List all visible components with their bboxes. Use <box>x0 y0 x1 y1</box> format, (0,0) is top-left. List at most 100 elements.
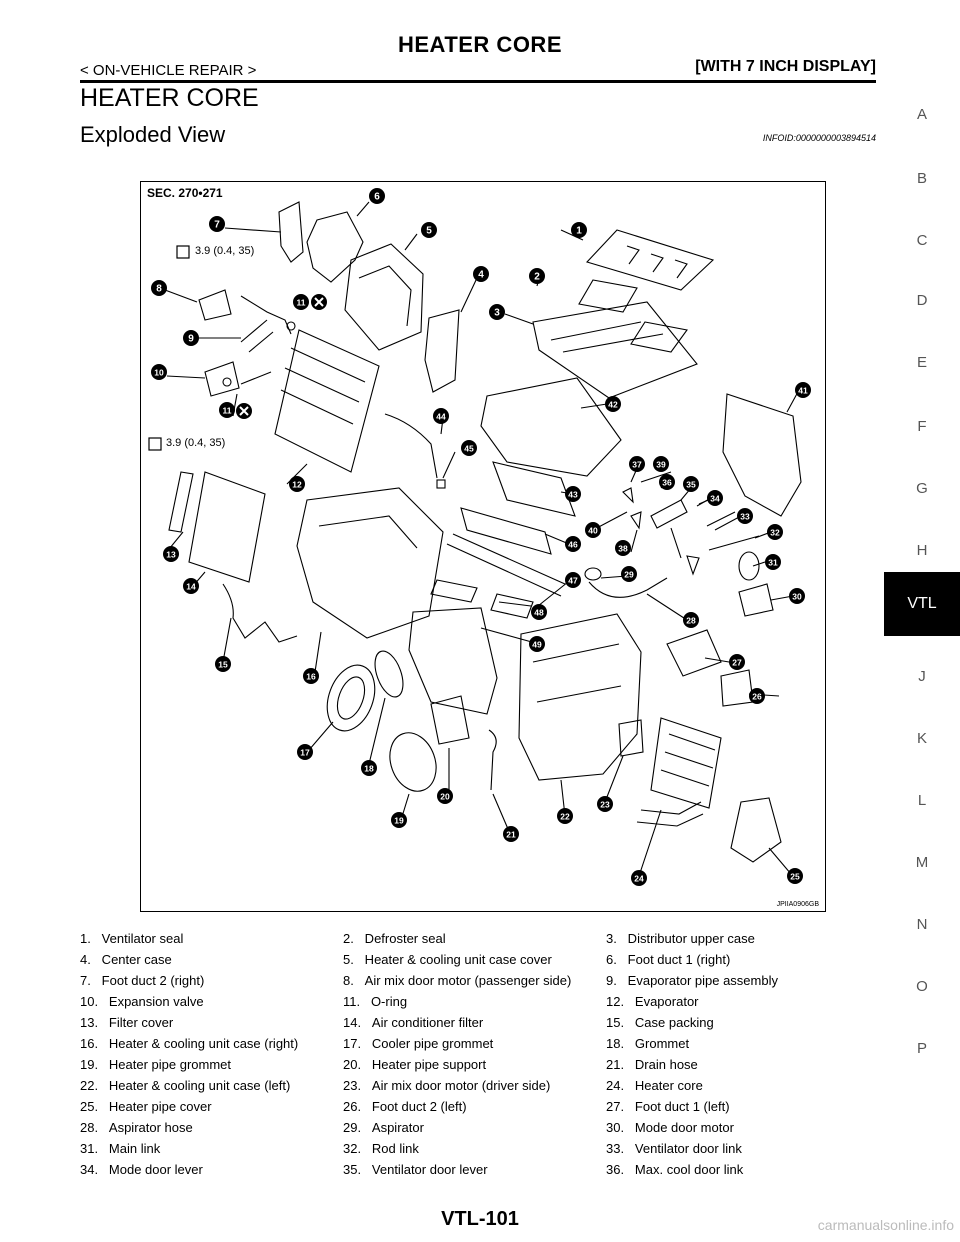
svg-text:20: 20 <box>440 792 450 802</box>
callout-45: 45 <box>461 440 477 456</box>
svg-text:7: 7 <box>214 220 220 231</box>
svg-text:1: 1 <box>576 226 582 237</box>
part-entry: 4. Center case <box>80 952 172 967</box>
svg-text:47: 47 <box>568 576 578 586</box>
part-entry: 5. Heater & cooling unit case cover <box>343 952 552 967</box>
index-letter-n[interactable]: N <box>916 916 928 933</box>
callout-38: 38 <box>615 540 631 556</box>
svg-text:12: 12 <box>292 480 302 490</box>
svg-text:32: 32 <box>770 528 780 538</box>
callout-40: 40 <box>585 522 601 538</box>
index-letter-m[interactable]: M <box>915 854 929 871</box>
callout-48: 48 <box>531 604 547 620</box>
header-breadcrumb: < ON-VEHICLE REPAIR > <box>80 62 257 79</box>
section-reference: SEC. 270•271 <box>147 186 223 200</box>
index-letter-p[interactable]: P <box>916 1040 927 1057</box>
index-letter-l[interactable]: L <box>917 792 927 809</box>
svg-text:6: 6 <box>374 192 380 203</box>
part-entry: 35. Ventilator door lever <box>343 1162 488 1177</box>
index-letter-h[interactable]: H <box>916 542 928 559</box>
part-entry: 1. Ventilator seal <box>80 931 184 946</box>
svg-text:41: 41 <box>798 386 808 396</box>
parts-row: 34. Mode door lever 35. Ventilator door l… <box>80 1159 880 1180</box>
part-entry: 31. Main link <box>80 1141 161 1156</box>
index-letter-j[interactable]: J <box>918 668 926 685</box>
callout-27: 27 <box>729 654 745 670</box>
callout-44: 44 <box>433 408 449 424</box>
svg-text:3: 3 <box>494 308 500 319</box>
callout-34: 34 <box>707 490 723 506</box>
svg-text:28: 28 <box>686 616 696 626</box>
callout-49: 49 <box>529 636 545 652</box>
part-entry: 11. O-ring <box>343 994 408 1009</box>
part-entry: 18. Grommet <box>606 1036 690 1051</box>
part-entry: 36. Max. cool door link <box>606 1162 744 1177</box>
callout-10: 10 <box>151 364 167 380</box>
svg-text:46: 46 <box>568 540 578 550</box>
part-entry: 23. Air mix door motor (driver side) <box>343 1078 551 1093</box>
callout-42: 42 <box>605 396 621 412</box>
part-entry: 10. Expansion valve <box>80 994 204 1009</box>
part-entry: 30. Mode door motor <box>606 1120 734 1135</box>
callout-31: 31 <box>765 554 781 570</box>
svg-text:49: 49 <box>532 640 542 650</box>
callout-11: 11 <box>293 294 309 310</box>
svg-text:10: 10 <box>154 368 164 378</box>
svg-text:23: 23 <box>600 800 610 810</box>
part-entry: 34. Mode door lever <box>80 1162 203 1177</box>
part-entry: 9. Evaporator pipe assembly <box>606 973 778 988</box>
svg-text:22: 22 <box>560 812 570 822</box>
svg-text:36: 36 <box>662 478 672 488</box>
part-entry: 13. Filter cover <box>80 1015 174 1030</box>
part-entry: 33. Ventilator door link <box>606 1141 742 1156</box>
callout-21: 21 <box>503 826 519 842</box>
index-letter-g[interactable]: G <box>916 480 928 497</box>
part-entry: 24. Heater core <box>606 1078 703 1093</box>
callout-15: 15 <box>215 656 231 672</box>
callout-33: 33 <box>737 508 753 524</box>
callout-5: 5 <box>421 222 437 238</box>
index-letter-f[interactable]: F <box>917 418 927 435</box>
svg-text:38: 38 <box>618 544 628 554</box>
svg-text:33: 33 <box>740 512 750 522</box>
callout-4: 4 <box>473 266 489 282</box>
svg-text:27: 27 <box>732 658 742 668</box>
svg-text:2: 2 <box>534 272 540 283</box>
part-entry: 7. Foot duct 2 (right) <box>80 973 205 988</box>
part-entry: 3. Distributor upper case <box>606 931 755 946</box>
svg-text:13: 13 <box>166 550 176 560</box>
svg-text:11: 11 <box>297 298 306 308</box>
index-tab-active[interactable]: VTL <box>884 572 960 636</box>
torque-label-upper: 3.9 (0.4, 35) <box>195 245 255 257</box>
index-letter-o[interactable]: O <box>916 978 928 995</box>
callout-22: 22 <box>557 808 573 824</box>
index-letter-c[interactable]: C <box>916 232 928 249</box>
svg-text:45: 45 <box>464 444 474 454</box>
info-id: INFOID:0000000003894514 <box>762 133 876 143</box>
index-letter-b[interactable]: B <box>916 170 927 187</box>
callout-7: 7 <box>209 216 225 232</box>
svg-text:14: 14 <box>186 582 196 592</box>
callout-1: 1 <box>571 222 587 238</box>
index-letter-e[interactable]: E <box>916 354 927 371</box>
svg-text:35: 35 <box>686 480 696 490</box>
index-letter-a[interactable]: A <box>916 106 927 123</box>
svg-text:43: 43 <box>568 490 578 500</box>
callout-29: 29 <box>621 566 637 582</box>
callout-26: 26 <box>749 688 765 704</box>
part-entry: 14. Air conditioner filter <box>343 1015 484 1030</box>
index-letter-k[interactable]: K <box>916 730 927 747</box>
parts-row: 22. Heater & cooling unit case (left)23.… <box>80 1075 880 1096</box>
callout-30: 30 <box>789 588 805 604</box>
callout-18: 18 <box>361 760 377 776</box>
index-letter-d[interactable]: D <box>916 292 928 309</box>
svg-text:5: 5 <box>426 226 432 237</box>
svg-text:31: 31 <box>768 558 778 568</box>
callout-19: 19 <box>391 812 407 828</box>
part-entry: 17. Cooler pipe grommet <box>343 1036 494 1051</box>
callout-14: 14 <box>183 578 199 594</box>
